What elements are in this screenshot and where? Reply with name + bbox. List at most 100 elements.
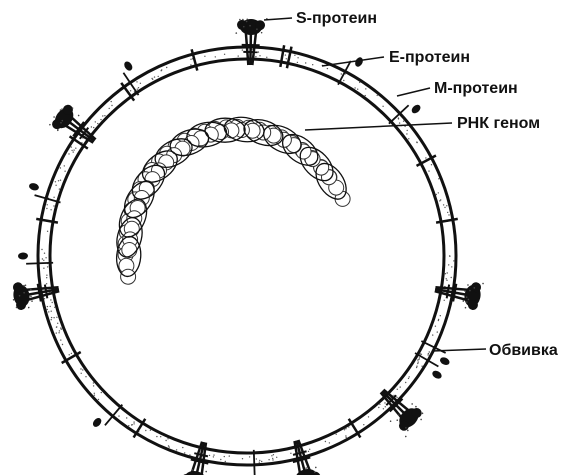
speckle (359, 82, 360, 83)
speckle (56, 327, 57, 328)
speckle (44, 253, 45, 254)
speckle (379, 404, 380, 405)
speckle (59, 330, 60, 331)
speckle (109, 108, 110, 109)
speckle (242, 49, 243, 50)
speckle (416, 366, 417, 367)
speckle (56, 317, 57, 318)
speckle (345, 435, 346, 436)
speckle (55, 181, 56, 182)
speckle (54, 307, 55, 308)
speckle (444, 300, 445, 301)
speckle (286, 58, 287, 59)
speckle (449, 255, 450, 256)
leader-rna-genome (305, 123, 452, 130)
speckle (405, 382, 406, 383)
speckle (261, 461, 262, 462)
speckle (285, 54, 286, 55)
speckle (325, 441, 326, 442)
speckle (385, 406, 386, 407)
label-e-protein: Е-протеин (389, 49, 470, 66)
speckle (419, 357, 420, 358)
speckle (327, 68, 328, 69)
speckle (111, 105, 112, 106)
speckle (238, 55, 239, 56)
speckle (169, 446, 170, 447)
speckle (272, 458, 273, 459)
speckle (383, 408, 384, 409)
speckle (443, 204, 444, 205)
speckle (182, 447, 183, 448)
speckle (176, 449, 177, 450)
speckle (85, 376, 86, 377)
speckle (68, 153, 69, 154)
speckle (94, 395, 95, 396)
speckle (447, 212, 448, 213)
speckle (215, 56, 216, 57)
speckle (249, 456, 250, 457)
speckle (209, 455, 210, 456)
speckle (56, 332, 57, 333)
speckle (346, 437, 347, 438)
speckle (259, 460, 260, 461)
speckle (111, 101, 112, 102)
speckle (82, 369, 83, 370)
speckle (446, 280, 447, 281)
label-m-protein: М-протеин (434, 80, 518, 97)
speckle (308, 451, 309, 452)
speckle (408, 378, 409, 379)
speckle (446, 205, 447, 206)
rna-genome-coil (113, 115, 352, 285)
speckle (343, 80, 344, 81)
speckle (165, 440, 166, 441)
speckle (46, 283, 47, 284)
speckle (225, 461, 226, 462)
speckle (64, 171, 65, 172)
speckle (60, 167, 61, 168)
speckle (204, 56, 205, 57)
speckle (276, 457, 277, 458)
label-s-protein: S-протеин (296, 10, 377, 27)
speckle (140, 83, 141, 84)
label-envelope: Обвивка (489, 342, 558, 359)
speckle (62, 344, 63, 345)
speckle (93, 385, 94, 386)
speckle (445, 273, 446, 274)
speckle (45, 257, 46, 258)
speckle (416, 141, 417, 142)
speckle (154, 76, 155, 77)
speckle (268, 459, 269, 460)
m-protein-mark (123, 73, 138, 95)
label-rna-genome: РНК геном (457, 115, 540, 132)
speckle (53, 205, 54, 206)
speckle (60, 327, 61, 328)
speckle (348, 426, 349, 427)
speckle (416, 367, 417, 368)
speckle (64, 165, 65, 166)
speckle (71, 146, 72, 147)
speckle (156, 436, 157, 437)
speckle (446, 278, 447, 279)
speckle (271, 455, 272, 456)
speckle (150, 430, 151, 431)
speckle (436, 194, 437, 195)
speckle (53, 197, 54, 198)
speckle (138, 87, 139, 88)
s-protein-spike (433, 275, 484, 311)
leader-e-protein (322, 57, 384, 66)
speckle (158, 76, 159, 77)
speckle (417, 363, 418, 364)
speckle (400, 386, 401, 387)
speckle (145, 430, 146, 431)
speckle (453, 260, 454, 261)
speckle (44, 298, 45, 299)
speckle (98, 399, 99, 400)
speckle (357, 89, 358, 90)
speckle (407, 130, 408, 131)
speckle (224, 54, 225, 55)
speckle (128, 425, 129, 426)
s-protein-spike (48, 101, 103, 152)
speckle (435, 326, 436, 327)
speckle (440, 315, 441, 316)
